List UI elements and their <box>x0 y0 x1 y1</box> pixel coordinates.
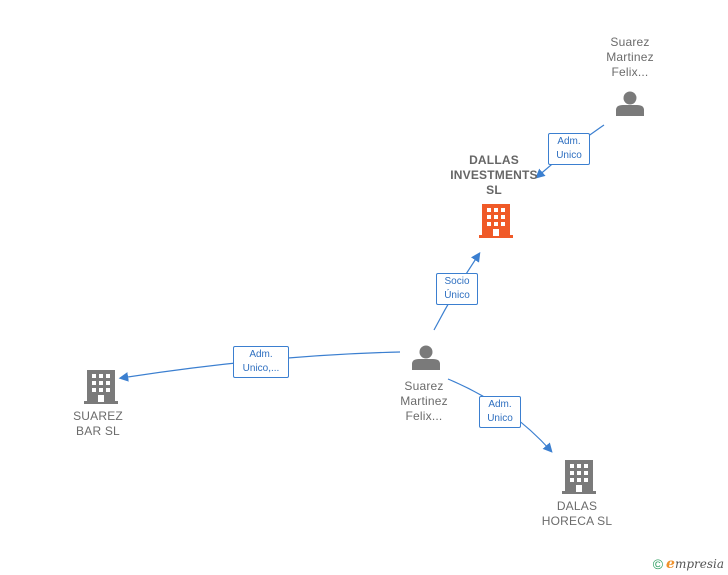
relationship-label: Adm. Unico <box>479 396 521 428</box>
building-icon[interactable] <box>562 460 596 494</box>
company-name-label[interactable]: DALLAS INVESTMENTS SL <box>450 153 538 197</box>
building-icon[interactable] <box>84 370 118 404</box>
person-icon[interactable] <box>616 91 644 117</box>
copyright-icon: © <box>652 556 664 572</box>
company-name-label[interactable]: SUAREZ BAR SL <box>73 409 123 438</box>
relationship-label: Adm. Unico,... <box>233 346 289 378</box>
relationship-label: Adm. Unico <box>548 133 590 165</box>
person-name-label[interactable]: Suarez Martinez Felix... <box>606 35 654 79</box>
building-icon[interactable] <box>479 204 513 238</box>
person-icon[interactable] <box>412 345 440 371</box>
company-name-label[interactable]: DALAS HORECA SL <box>541 499 613 528</box>
relationship-label: Socio Único <box>436 273 478 305</box>
brand-logo: empresia <box>666 556 724 572</box>
brand-footer: © empresia <box>653 556 724 572</box>
person-name-label[interactable]: Suarez Martinez Felix... <box>400 379 448 423</box>
